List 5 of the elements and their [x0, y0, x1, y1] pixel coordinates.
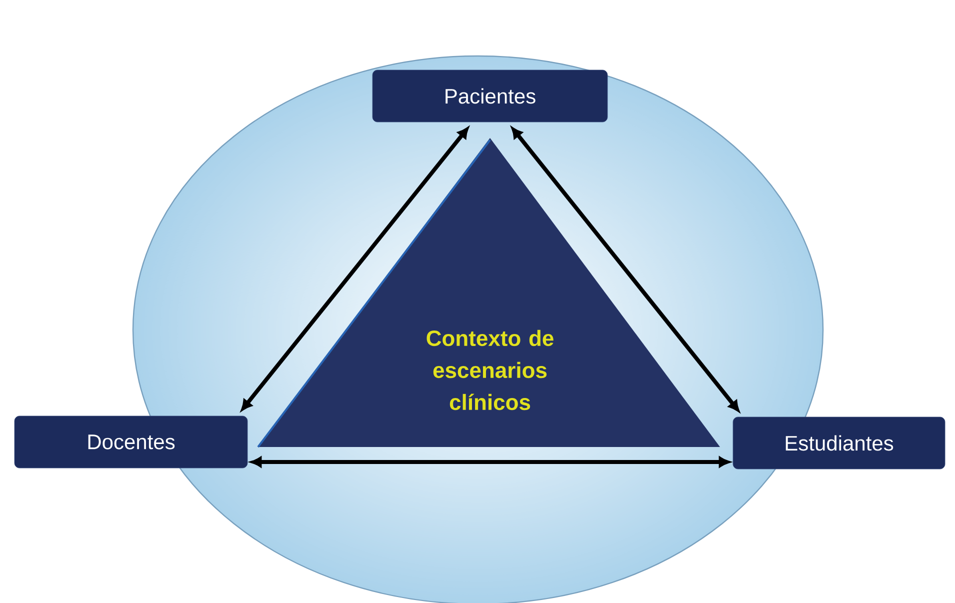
double-arrow — [241, 128, 468, 410]
label-box: Estudiantes — [732, 416, 946, 470]
label-box: Pacientes — [372, 70, 608, 122]
label-box: Docentes — [14, 416, 248, 468]
double-arrow — [512, 128, 740, 412]
